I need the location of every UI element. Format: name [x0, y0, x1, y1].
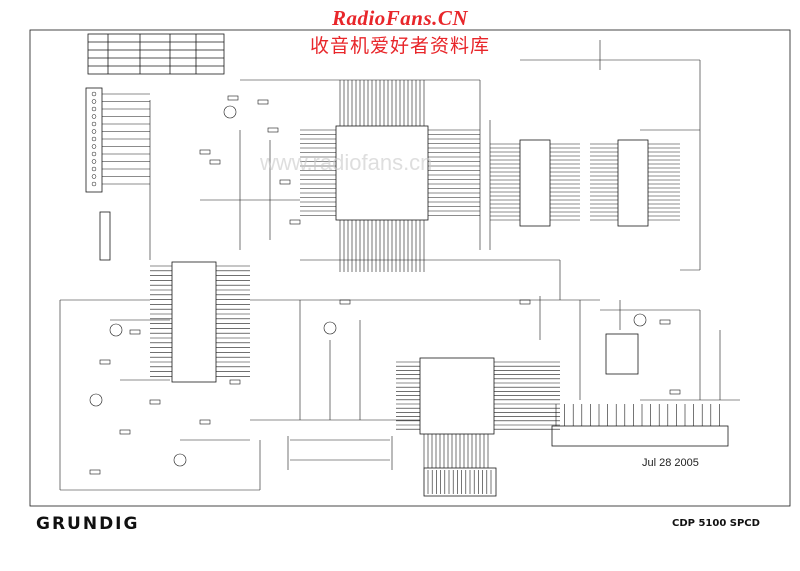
pin: [223, 105, 237, 119]
pin: [91, 136, 97, 142]
component: [199, 419, 211, 425]
sheet-frame: [29, 29, 791, 507]
connector-bottom: [423, 467, 497, 497]
sheet-date: Jul 28 2005: [642, 457, 699, 469]
pin: [91, 106, 97, 112]
component: [99, 359, 111, 365]
pin: [633, 313, 647, 327]
component: [669, 389, 681, 395]
pin: [91, 121, 97, 127]
pin: [91, 91, 97, 97]
ic-output: [605, 333, 639, 375]
component: [267, 127, 279, 133]
pin: [91, 174, 97, 179]
ic-io-controller: [171, 261, 217, 383]
component: [519, 299, 531, 305]
component: [209, 159, 221, 165]
connector-left: [85, 87, 103, 193]
pin-group: [91, 91, 97, 187]
component: [119, 429, 131, 435]
pin: [91, 166, 97, 172]
component: [257, 99, 269, 105]
trace-group: [59, 40, 740, 494]
watermark-ghost: www.radiofans.cn: [260, 150, 433, 175]
pin: [109, 323, 123, 337]
component: [129, 329, 141, 335]
pin: [91, 129, 97, 134]
watermark-site: RadioFans.CN: [331, 6, 469, 30]
pin: [91, 99, 97, 104]
pin: [91, 114, 97, 119]
pin: [173, 453, 187, 467]
watermark-subtitle: 收音机爱好者资料库: [309, 35, 490, 57]
pin: [91, 151, 97, 157]
component: [227, 95, 239, 101]
ic-memory-2: [617, 139, 649, 227]
component: [229, 379, 241, 385]
pin: [89, 393, 103, 407]
component: [279, 179, 291, 185]
ic-memory-1: [519, 139, 551, 227]
component: [149, 399, 161, 405]
pin: [91, 144, 97, 149]
component: [289, 219, 301, 225]
ic-decoder: [419, 357, 495, 435]
connector-left-lower: [99, 211, 111, 261]
connector-right: [551, 425, 729, 447]
component: [339, 299, 351, 305]
pin: [91, 181, 97, 187]
pin: [91, 159, 97, 164]
component: [659, 319, 671, 325]
component: [199, 149, 211, 155]
ic-main-processor: [335, 125, 429, 221]
brand-logo: GRUNDIG: [36, 514, 140, 534]
component: [89, 469, 101, 475]
model-number: CDP 5100 SPCD: [672, 518, 760, 529]
spec-table: [87, 33, 225, 75]
pin: [323, 321, 337, 335]
